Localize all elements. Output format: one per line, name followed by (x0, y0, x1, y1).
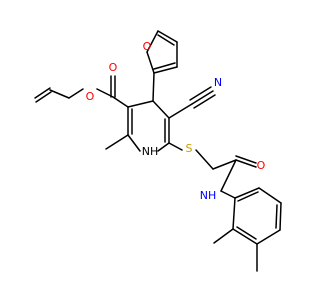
ring-c6-n-bond (157, 142, 170, 152)
chemical-structure-canvas: O O O N S NH H O NH (34, 30, 282, 272)
ring-sulfur-bond (168, 142, 183, 151)
amide-carbon-nitrogen-bond (220, 159, 237, 192)
aryl-c1-c2-bond (232, 197, 236, 230)
nitrile-triple-bond-line-1 (191, 90, 214, 105)
amide-oxygen-label: O (257, 159, 266, 172)
ester-oxygen-label: O (86, 90, 95, 103)
ortho-methyl-bond (213, 228, 234, 244)
furan-c2-o-bond (146, 51, 155, 74)
aryl-c2-c3-bond (232, 228, 258, 245)
allyl-oxygen-bond (68, 88, 84, 99)
furan-c2-c3-double-bond-inner (153, 62, 176, 70)
sulfur-methylene-bond (195, 149, 214, 170)
furan-c4-c5-double-bond-inner (157, 34, 175, 46)
aryl-c3-c4-bond (256, 229, 281, 245)
aryl-c6-c1-bond (234, 187, 260, 199)
aryl-c4-c5-bond (279, 202, 282, 231)
molecule-drawing: O O O N S NH H O NH (34, 30, 282, 272)
nitrile-nitrogen-label: N (214, 76, 222, 89)
furan-oxygen-label: O (143, 40, 152, 53)
methylene-carbonyl-bond (212, 159, 237, 170)
ester-ring-bond (112, 96, 129, 108)
thioether-sulfur-label: S (186, 142, 193, 155)
amide-nh-label: NH (200, 189, 217, 202)
furan-c4-c5-bond (157, 30, 178, 43)
aryl-c5-c6-bond (258, 187, 282, 204)
allyl-chain-bond (49, 89, 70, 99)
furan-c5-o-bond (146, 30, 159, 53)
nitrile-attachment-bond (168, 103, 193, 119)
ring-c3-c4-bond (127, 100, 154, 108)
bond-layer (34, 30, 282, 272)
allyl-terminal-double-bond-line-1 (34, 87, 51, 99)
amide-carbonyl-double-bond-line-1 (235, 159, 257, 168)
amide-nitrogen-aryl-bond (220, 190, 236, 199)
ring-c4-c5-bond (152, 100, 170, 119)
nitrile-triple-bond-line-2 (193, 94, 216, 109)
amide-carbonyl-double-bond-line-2 (235, 155, 257, 164)
furan-c2-c3-bond (153, 66, 178, 74)
aryl-c4-c5-double-bond-inner (275, 204, 278, 229)
aryl-c2-c3-double-bond-inner (236, 226, 257, 240)
methyl-bond (105, 134, 129, 150)
allyl-terminal-double-bond-line-2 (35, 91, 52, 103)
atom-label-layer: O O O N S NH H O NH (86, 40, 266, 202)
nitrile-triple-bond-line-3 (189, 86, 212, 101)
aryl-c6-c1-double-bond-inner (237, 191, 259, 202)
furan-attachment-bond (152, 72, 155, 102)
ester-carbonyl-oxygen-label: O (109, 61, 118, 74)
ring-n-c2-bond (127, 134, 141, 152)
ring-nh-label: NH (142, 145, 159, 158)
